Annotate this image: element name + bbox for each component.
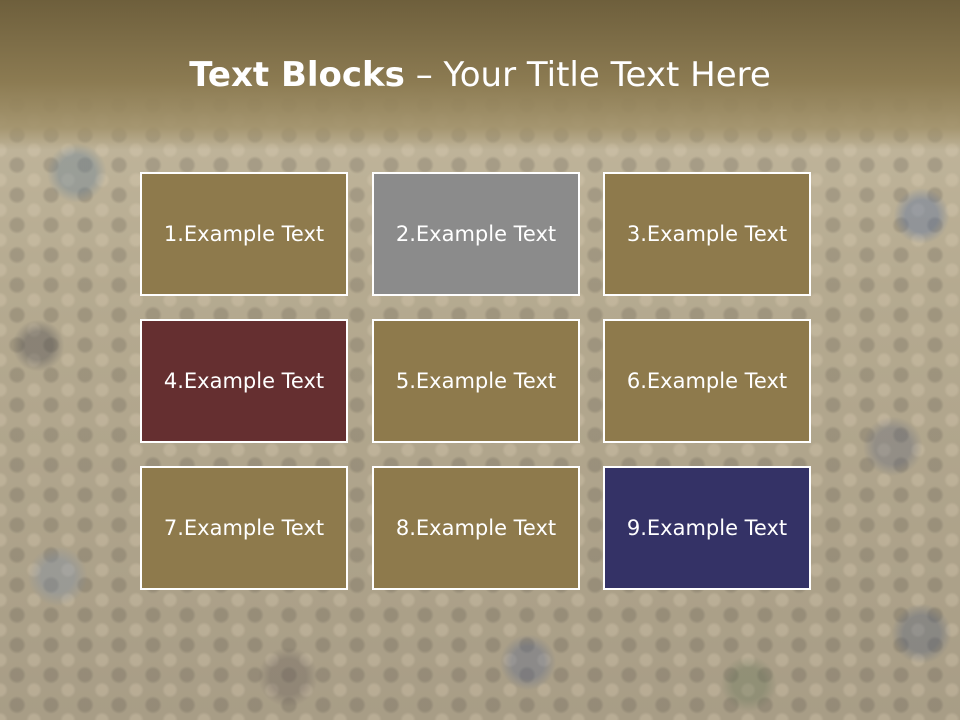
text-block-label: 2.Example Text (395, 222, 557, 246)
text-block-label: 9.Example Text (626, 516, 788, 540)
text-block-label: 8.Example Text (395, 516, 557, 540)
text-block-1[interactable]: 1.Example Text (140, 172, 348, 296)
title-bold: Text Blocks (189, 55, 405, 95)
text-block-4[interactable]: 4.Example Text (140, 319, 348, 443)
title-band (0, 0, 960, 150)
text-block-5[interactable]: 5.Example Text (372, 319, 580, 443)
text-block-3[interactable]: 3.Example Text (603, 172, 811, 296)
title-rest: – Your Title Text Here (404, 55, 771, 95)
text-block-6[interactable]: 6.Example Text (603, 319, 811, 443)
text-block-label: 5.Example Text (395, 369, 557, 393)
text-block-2[interactable]: 2.Example Text (372, 172, 580, 296)
text-block-8[interactable]: 8.Example Text (372, 466, 580, 590)
text-block-label: 1.Example Text (163, 222, 325, 246)
text-block-label: 3.Example Text (626, 222, 788, 246)
text-block-label: 6.Example Text (626, 369, 788, 393)
text-block-7[interactable]: 7.Example Text (140, 466, 348, 590)
slide-title: Text Blocks – Your Title Text Here (0, 52, 960, 98)
text-block-label: 4.Example Text (163, 369, 325, 393)
text-block-9[interactable]: 9.Example Text (603, 466, 811, 590)
text-block-label: 7.Example Text (163, 516, 325, 540)
